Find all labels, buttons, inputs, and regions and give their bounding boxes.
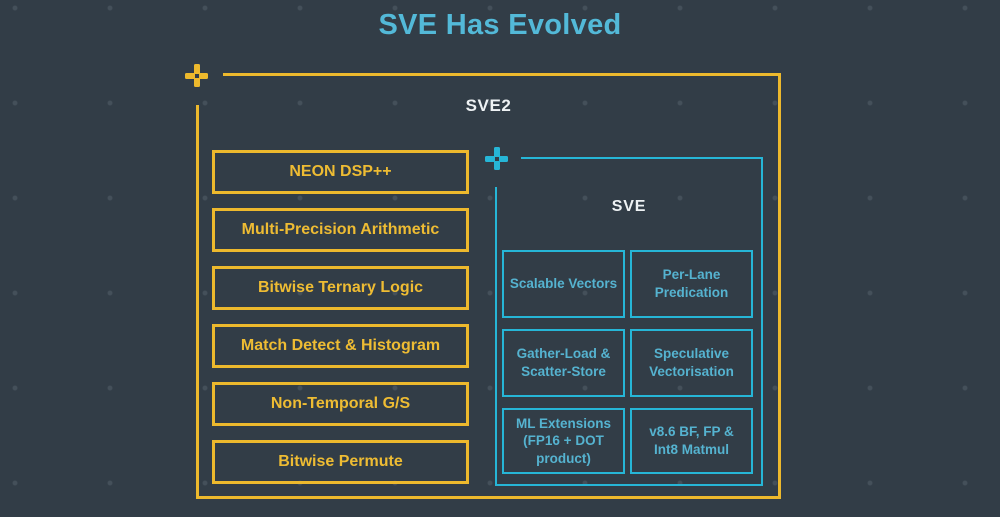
sve-feature-scalable-vectors: Scalable Vectors bbox=[502, 250, 625, 318]
sve-feature-per-lane-predication: Per-Lane Predication bbox=[630, 250, 753, 318]
sve-feature-gather-load-scatter-store: Gather-Load & Scatter-Store bbox=[502, 329, 625, 397]
sve2-feature-bitwise-ternary-logic: Bitwise Ternary Logic bbox=[212, 266, 469, 310]
sve2-feature-match-detect-histogram: Match Detect & Histogram bbox=[212, 324, 469, 368]
sve-feature-grid: Scalable Vectors Per-Lane Predication Ga… bbox=[502, 250, 753, 474]
sve-border-gap-left bbox=[492, 162, 500, 187]
teal-plus-icon bbox=[485, 147, 508, 170]
sve2-feature-list: NEON DSP++ Multi-Precision Arithmetic Bi… bbox=[212, 150, 469, 498]
sve2-feature-neon-dsp: NEON DSP++ bbox=[212, 150, 469, 194]
sve-feature-speculative-vectorisation: Speculative Vectorisation bbox=[630, 329, 753, 397]
sve-box bbox=[495, 157, 763, 486]
sve2-feature-bitwise-permute: Bitwise Permute bbox=[212, 440, 469, 484]
teal-plus-center bbox=[494, 156, 499, 161]
sve2-border-gap-top bbox=[198, 70, 223, 79]
gold-plus-icon bbox=[185, 64, 208, 87]
sve-border-gap-top bbox=[497, 154, 521, 162]
sve-feature-v86-matmul: v8.6 BF, FP & Int8 Matmul bbox=[630, 408, 753, 474]
sve2-border-gap-left bbox=[193, 79, 202, 105]
sve2-label: SVE2 bbox=[465, 96, 512, 115]
sve-label: SVE bbox=[611, 198, 647, 215]
sve2-feature-non-temporal-gs: Non-Temporal G/S bbox=[212, 382, 469, 426]
gold-plus-center bbox=[194, 73, 199, 78]
sve-feature-ml-extensions: ML Extensions (FP16 + DOT product) bbox=[502, 408, 625, 474]
sve2-box bbox=[196, 73, 781, 499]
slide-title: SVE Has Evolved bbox=[378, 9, 622, 41]
sve2-feature-multi-precision-arithmetic: Multi-Precision Arithmetic bbox=[212, 208, 469, 252]
